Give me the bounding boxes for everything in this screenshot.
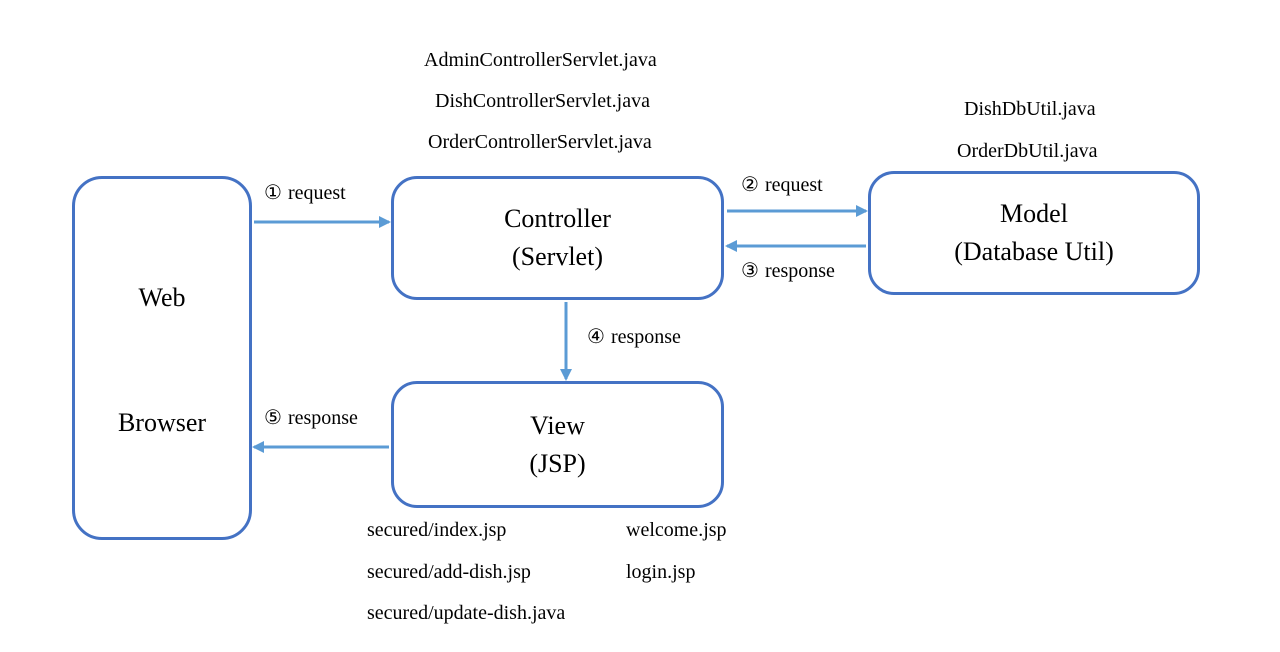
flow-number-5: ⑤ (264, 407, 282, 429)
flow-number-2: ② (741, 174, 759, 196)
controller-file: AdminControllerServlet.java (424, 49, 657, 71)
model-label-line2: (Database Util) (954, 237, 1114, 266)
flow-text-2: request (764, 174, 823, 196)
view-file: secured/index.jsp (367, 519, 507, 541)
view-label-line2: (JSP) (529, 448, 586, 478)
view-label-line1: View (530, 410, 585, 440)
flow-text-1: request (287, 182, 346, 204)
browser-label-line1: Web (138, 283, 186, 312)
controller-label-line1: Controller (504, 204, 611, 233)
flow-number-4: ④ (587, 326, 605, 348)
model-box: Model (Database Util) (868, 171, 1200, 295)
model-file: OrderDbUtil.java (957, 140, 1098, 162)
flow-number-3: ③ (741, 260, 759, 282)
view-file: login.jsp (626, 561, 696, 583)
flow-text-3: response (764, 260, 835, 282)
model-file: DishDbUtil.java (964, 98, 1096, 120)
controller-file: OrderControllerServlet.java (428, 131, 652, 153)
controller-file: DishControllerServlet.java (435, 90, 650, 112)
flow-number-1: ① (264, 182, 282, 204)
flow-text-4: response (610, 326, 681, 348)
model-label-line1: Model (1000, 199, 1068, 228)
view-file: secured/add-dish.jsp (367, 561, 531, 583)
view-file: secured/update-dish.java (367, 602, 566, 624)
flow-text-5: response (287, 407, 358, 429)
controller-label-line2: (Servlet) (512, 242, 603, 271)
view-file: welcome.jsp (626, 519, 727, 541)
controller-box: Controller (Servlet) (391, 176, 724, 300)
web-browser-box: Web Browser (72, 176, 252, 540)
browser-label-line2: Browser (117, 408, 207, 437)
view-box: View (JSP) (391, 381, 724, 508)
